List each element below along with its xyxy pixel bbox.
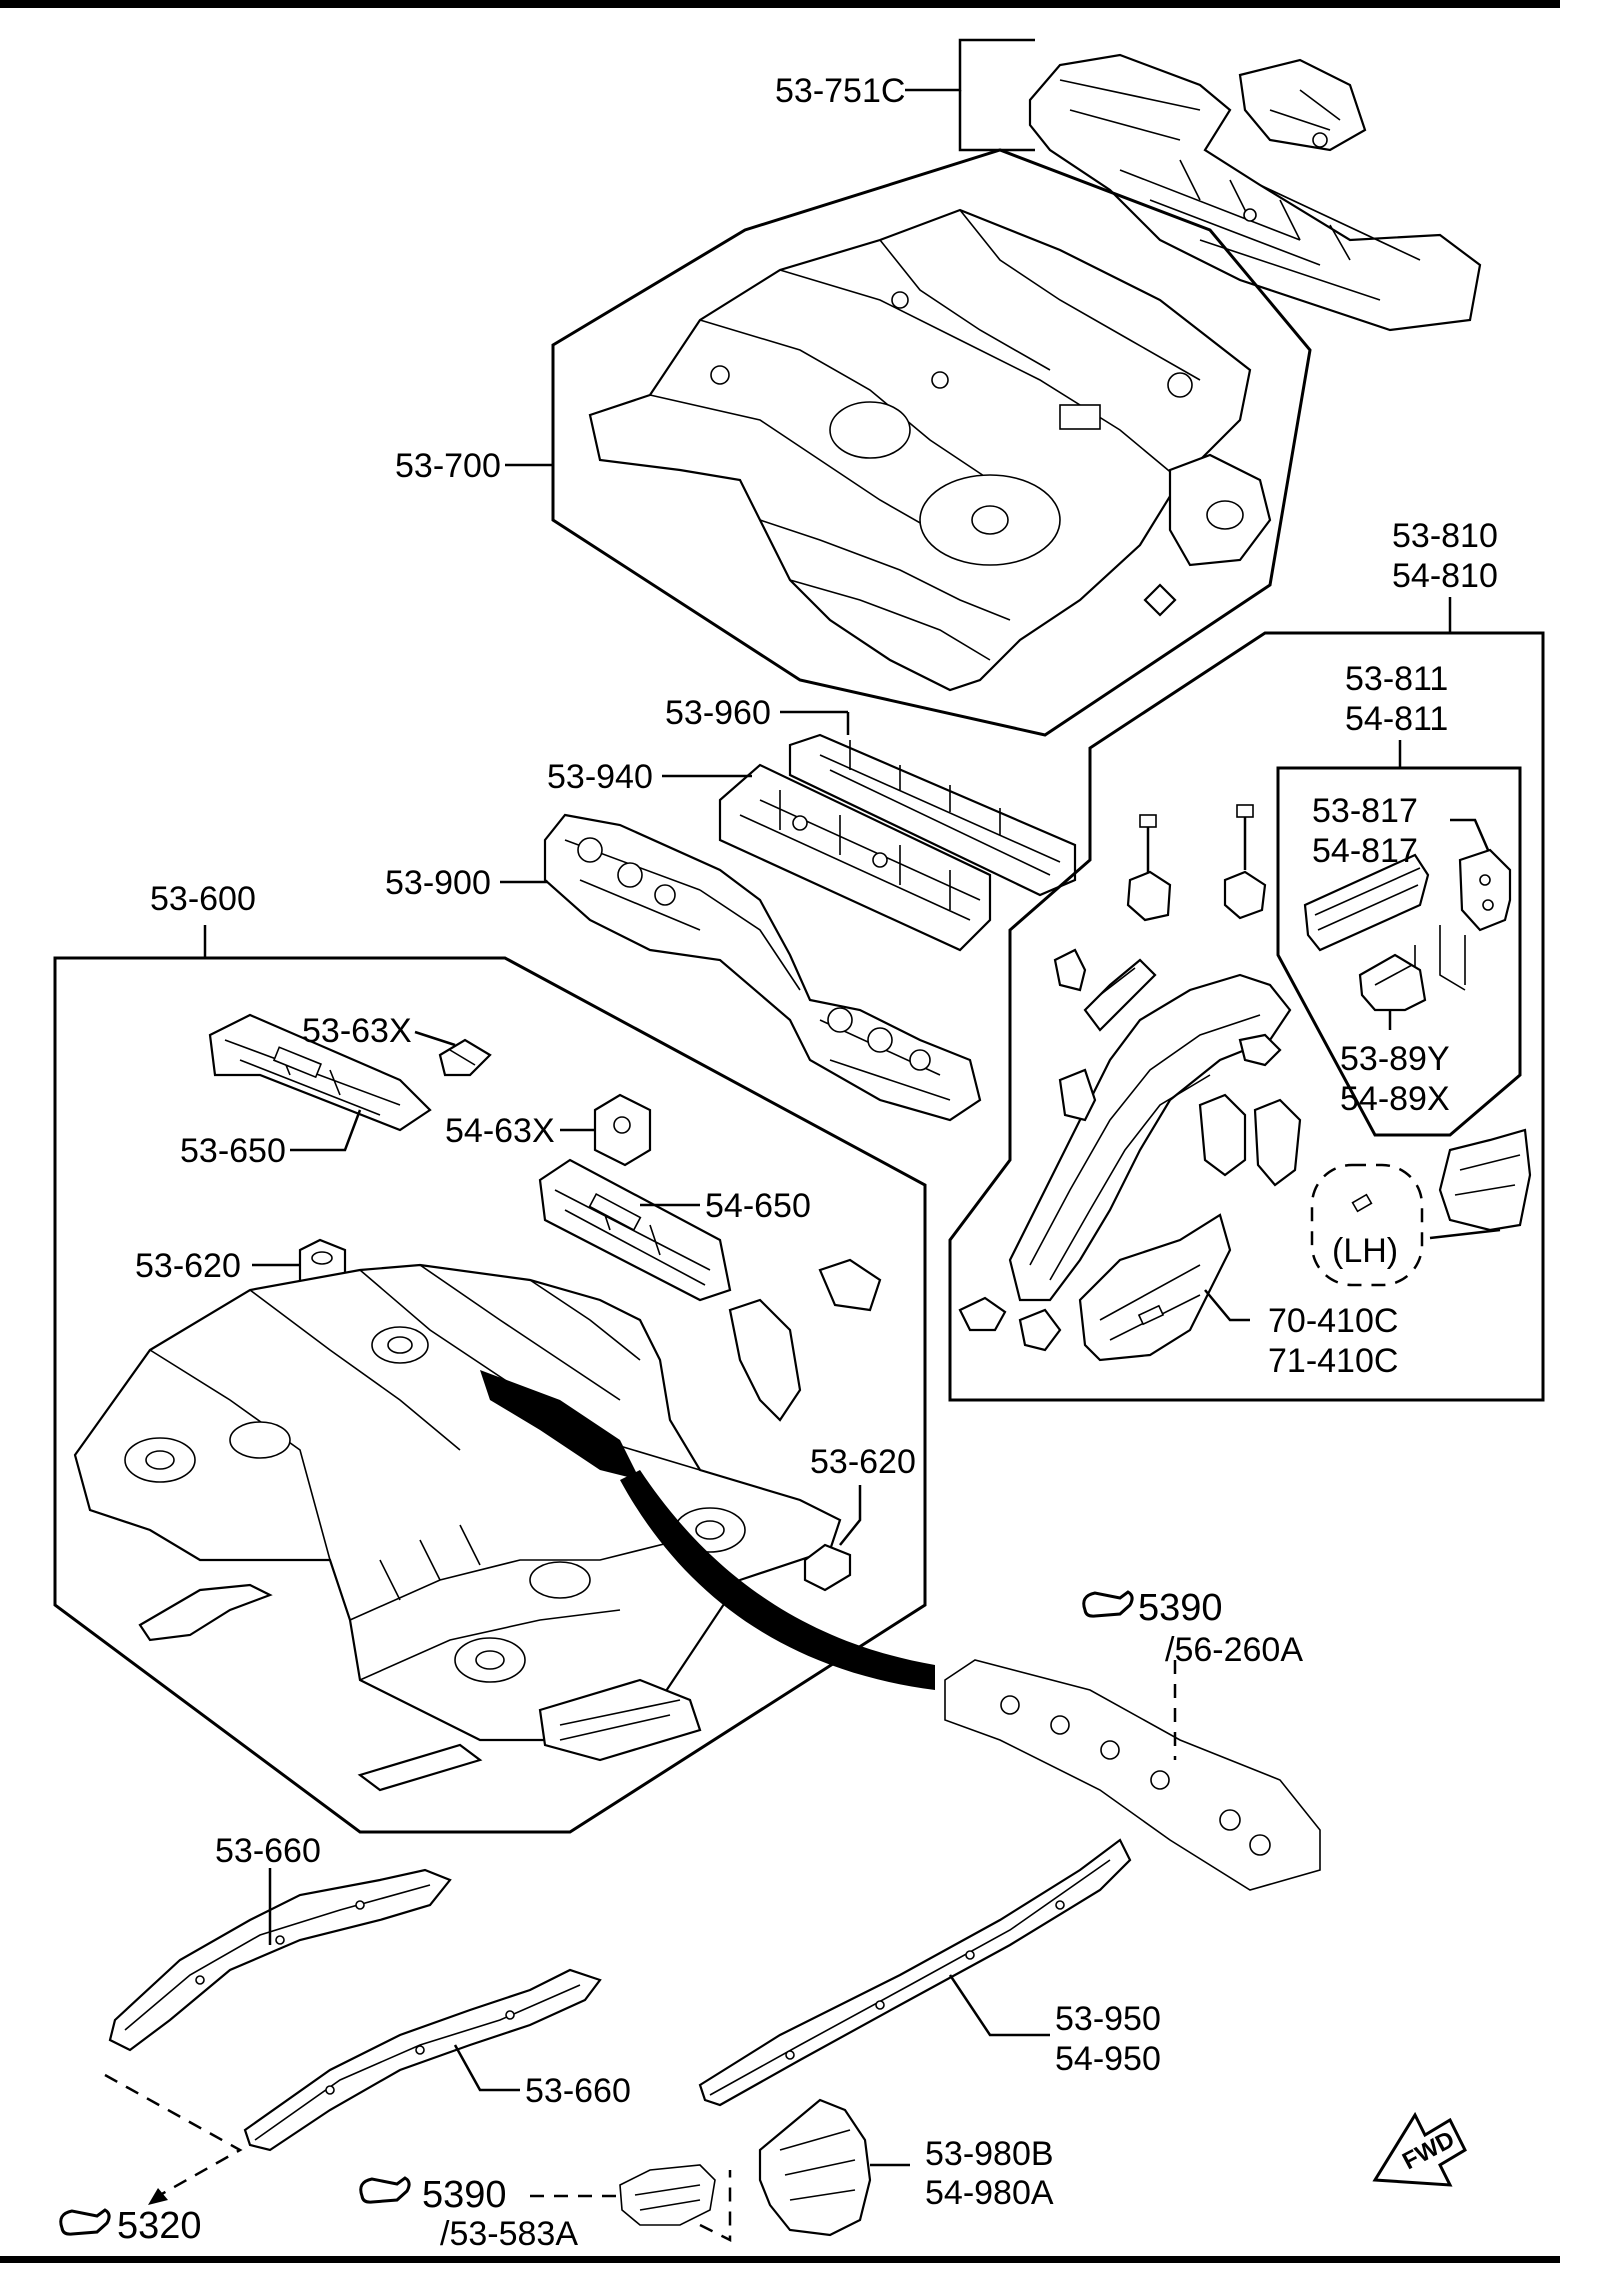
label-70-410c: 70-410C <box>1268 1302 1398 1340</box>
part-53-960[interactable] <box>788 733 1077 897</box>
label-53-810: 53-810 <box>1392 517 1498 555</box>
box-53-600 <box>53 956 927 1834</box>
part-53-650[interactable] <box>208 1013 432 1132</box>
label-54-650: 54-650 <box>705 1187 811 1225</box>
dash-53-583a-bottom <box>699 2170 732 2243</box>
label-53-751c: 53-751C <box>775 72 905 110</box>
label-53-620-upper: 53-620 <box>135 1247 241 1285</box>
part-53-817[interactable] <box>1414 848 1512 991</box>
label-54-63x: 54-63X <box>445 1112 555 1150</box>
part-54-63x[interactable] <box>593 1093 652 1167</box>
ref-56-260a: /56-260A <box>1165 1631 1303 1669</box>
part-53-751c[interactable] <box>1028 53 1482 332</box>
label-54-811: 54-811 <box>1345 700 1448 738</box>
label-lh: (LH) <box>1332 1232 1398 1270</box>
label-71-410c: 71-410C <box>1268 1342 1398 1380</box>
label-54-810: 54-810 <box>1392 557 1498 595</box>
part-53-980b[interactable] <box>758 2098 872 2237</box>
part-53-700[interactable] <box>588 208 1272 692</box>
part-70-410c[interactable] <box>1078 1213 1232 1362</box>
arrowhead-5320 <box>148 2188 168 2205</box>
top-rule <box>0 0 1560 8</box>
part-53-810-extension[interactable] <box>1438 1128 1532 1232</box>
label-53-620-lower: 53-620 <box>810 1443 916 1481</box>
ref-5320: 5320 <box>117 2205 202 2247</box>
label-54-817: 54-817 <box>1312 832 1418 870</box>
pointing-hand-icon <box>359 2176 411 2204</box>
label-53-660-lower: 53-660 <box>525 2072 631 2110</box>
label-53-660-upper: 53-660 <box>215 1832 321 1870</box>
ref-53-583a: /53-583A <box>440 2215 578 2253</box>
part-53-600-bracket-right-a[interactable] <box>728 1258 882 1422</box>
part-lh-plug <box>1351 1193 1373 1213</box>
label-53-817: 53-817 <box>1312 792 1418 830</box>
label-53-63x: 53-63X <box>302 1012 412 1050</box>
part-53-63x[interactable] <box>438 1038 492 1077</box>
box-53-810 <box>948 631 1545 1402</box>
label-54-950: 54-950 <box>1055 2040 1161 2078</box>
label-53-89y: 53-89Y <box>1340 1040 1450 1078</box>
part-53-810-small-brackets[interactable] <box>958 948 1302 1352</box>
label-53-950: 53-950 <box>1055 2000 1161 2038</box>
ref-5390-lower: 5390 <box>422 2174 507 2216</box>
part-53-583a-ghost <box>619 2164 716 2226</box>
part-53-950[interactable] <box>698 1838 1132 2107</box>
part-53-810-bolts[interactable] <box>1126 804 1267 922</box>
label-54-89x: 54-89X <box>1340 1080 1450 1118</box>
part-53-600-small-pieces[interactable] <box>138 1583 702 1792</box>
sweep-arrow <box>620 1470 935 1690</box>
label-54-980a: 54-980A <box>925 2174 1054 2212</box>
part-54-650[interactable] <box>538 1158 732 1302</box>
part-53-660-upper[interactable] <box>108 1868 452 2052</box>
label-53-960: 53-960 <box>665 694 771 732</box>
label-53-700: 53-700 <box>395 447 501 485</box>
part-53-620-lower[interactable] <box>803 1543 852 1592</box>
part-56-260a-ghost <box>944 1659 1321 1891</box>
fwd-arrow-icon: FWD <box>1372 2111 1467 2187</box>
pointing-hand-icon <box>59 2208 111 2236</box>
box-53-811 <box>1276 766 1522 1137</box>
ref-5390-upper: 5390 <box>1138 1587 1223 1629</box>
part-53-660-lower[interactable] <box>243 1968 602 2152</box>
label-53-900: 53-900 <box>385 864 491 902</box>
part-53-811-rail[interactable] <box>1303 853 1430 952</box>
label-53-940: 53-940 <box>547 758 653 796</box>
label-53-980b: 53-980B <box>925 2135 1054 2173</box>
part-53-940[interactable] <box>718 763 992 952</box>
box-53-700 <box>551 148 1312 737</box>
pointing-hand-icon <box>1082 1590 1134 1618</box>
dash-5320 <box>104 2073 243 2197</box>
bottom-rule <box>0 2256 1560 2263</box>
label-53-600: 53-600 <box>150 880 256 918</box>
label-53-811: 53-811 <box>1345 660 1448 698</box>
label-53-650: 53-650 <box>180 1132 286 1170</box>
part-53-600-floor[interactable] <box>73 1263 842 1742</box>
part-53-810-member[interactable] <box>1008 958 1292 1302</box>
part-53-89y[interactable] <box>1358 953 1427 1012</box>
part-53-900[interactable] <box>543 813 982 1122</box>
